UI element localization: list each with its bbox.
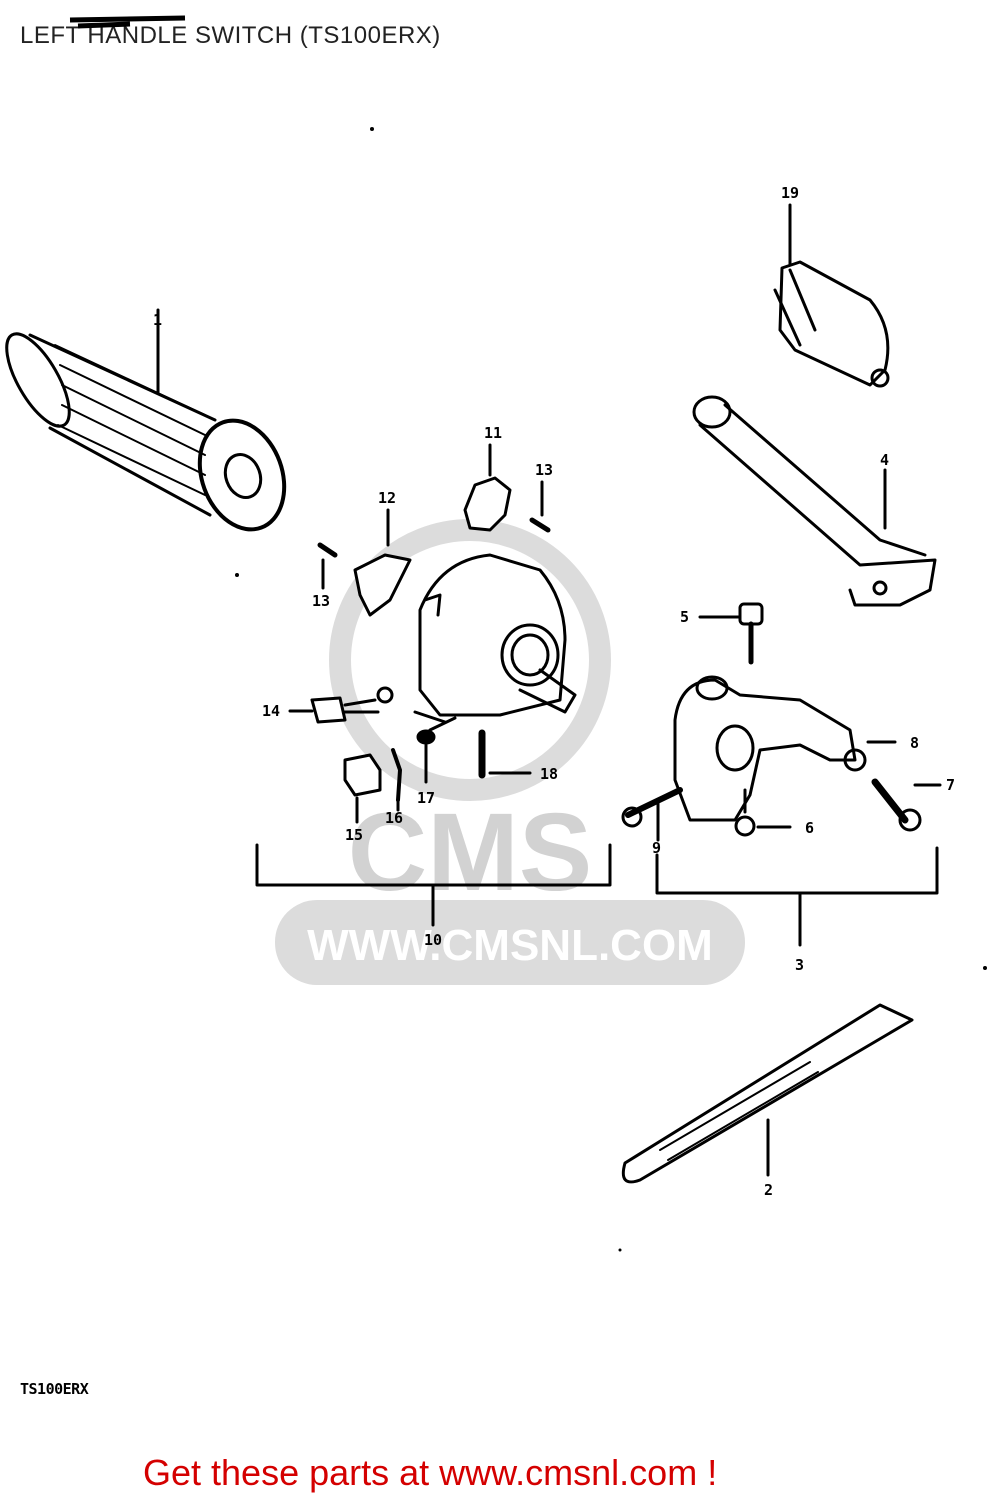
callout-3: 3: [795, 956, 804, 974]
callout-7: 7: [946, 776, 955, 794]
group-3-bracket: [655, 846, 939, 947]
hardware-16-part: [391, 748, 402, 812]
lever-cover-part: [773, 203, 890, 388]
screw-13-part: [317, 480, 551, 590]
grip-part: [5, 308, 287, 532]
callout-4: 4: [880, 451, 889, 469]
callout-19: 19: [781, 184, 799, 202]
callout-labels: 1 2 3 4 5 6 7 8 9 10 11 12 13 13 14 15 1…: [153, 184, 955, 1199]
parts-shop-link[interactable]: Get these parts at www.cmsnl.com !: [143, 1452, 718, 1493]
switch-knob-12-part: [353, 508, 412, 617]
scan-artifact: [69, 15, 186, 29]
model-code: TS100ERX: [20, 1380, 89, 1398]
watermark: CMS WWW.CMSNL.COM: [275, 519, 745, 985]
connector-14-part: [288, 686, 394, 724]
callout-13-upper: 13: [535, 461, 553, 479]
watermark-url: WWW.CMSNL.COM: [307, 921, 713, 970]
block-15-part: [343, 753, 382, 824]
callout-2: 2: [764, 1181, 773, 1199]
callout-6: 6: [805, 819, 814, 837]
callout-13-lower: 13: [312, 592, 330, 610]
hardware-18-part: [478, 729, 532, 779]
lever-bracket-part: [621, 675, 942, 842]
switch-housing-part: [413, 553, 577, 732]
group-10-bracket: [255, 843, 612, 927]
callout-14: 14: [262, 702, 280, 720]
callout-5: 5: [680, 608, 689, 626]
lever-part: [692, 395, 937, 607]
strap-part: [621, 1003, 914, 1184]
bolt-5-part: [698, 602, 764, 665]
callout-8: 8: [910, 734, 919, 752]
callout-9: 9: [652, 839, 661, 857]
callout-12: 12: [378, 489, 396, 507]
callout-16: 16: [385, 809, 403, 827]
switch-knob-11-part: [463, 443, 512, 532]
callout-1: 1: [153, 311, 162, 329]
callout-10: 10: [424, 931, 442, 949]
watermark-brand: CMS: [348, 791, 592, 914]
callout-17: 17: [417, 789, 435, 807]
callout-11: 11: [484, 424, 502, 442]
hardware-17-part: [416, 729, 436, 784]
callout-15: 15: [345, 826, 363, 844]
callout-18: 18: [540, 765, 558, 783]
